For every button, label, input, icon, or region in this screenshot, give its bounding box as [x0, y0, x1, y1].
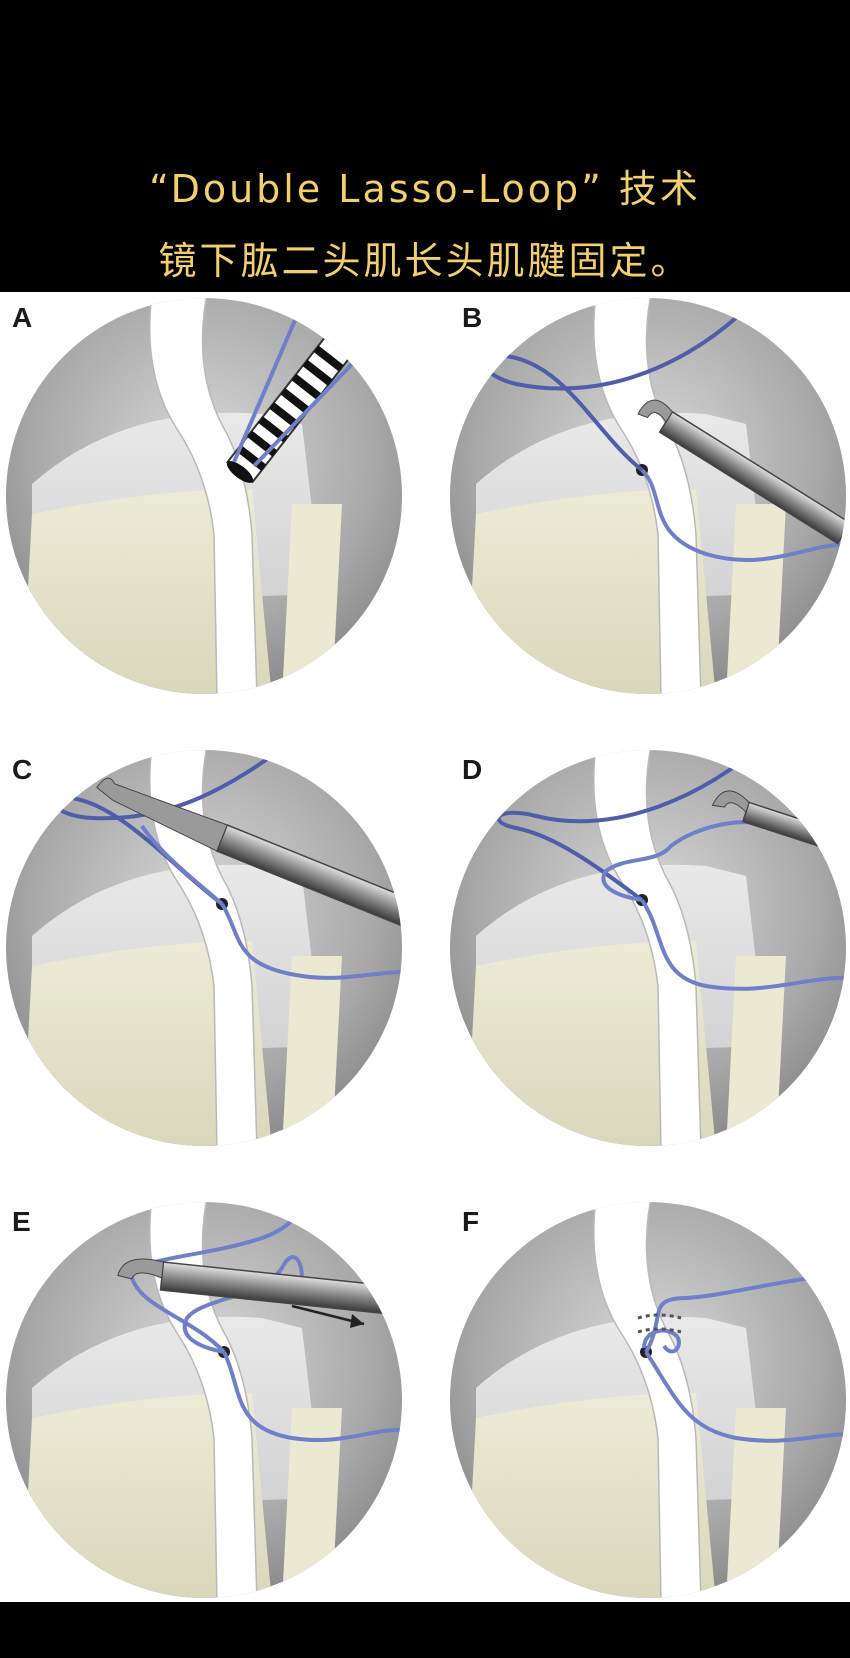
footer-bar [0, 1602, 850, 1658]
header-banner: “Double Lasso-Loop” 技术 镜下肱二头肌长头肌腱固定。 [0, 0, 850, 292]
panel-e-illustration [6, 1202, 402, 1598]
panel-label-c: C [12, 754, 33, 785]
title-line-1: “Double Lasso-Loop” 技术 [149, 167, 701, 211]
panel-label-b: B [462, 302, 483, 333]
panel-label-e: E [12, 1206, 31, 1237]
suture-passer-instrument [637, 399, 846, 545]
grasper-instrument [117, 1258, 402, 1316]
grasper-instrument [96, 777, 402, 927]
panel-c-illustration [6, 750, 402, 1146]
pull-direction-arrow [291, 1304, 365, 1328]
panel-d-illustration [450, 750, 846, 1146]
title-line-2: 镜下肱二头肌长头肌腱固定。 [158, 239, 692, 283]
panel-label-f: F [462, 1206, 480, 1237]
humeral-head [22, 489, 272, 694]
biceps-tendon [593, 298, 702, 694]
panel-a-illustration [6, 298, 402, 694]
panel-f-illustration [450, 1202, 846, 1598]
lasso-loop-knot [642, 1328, 681, 1354]
biceps-tendon [149, 298, 258, 694]
panel-label-d: D [462, 754, 483, 785]
panel-b-illustration [450, 298, 846, 694]
panel-label-a: A [12, 302, 33, 333]
